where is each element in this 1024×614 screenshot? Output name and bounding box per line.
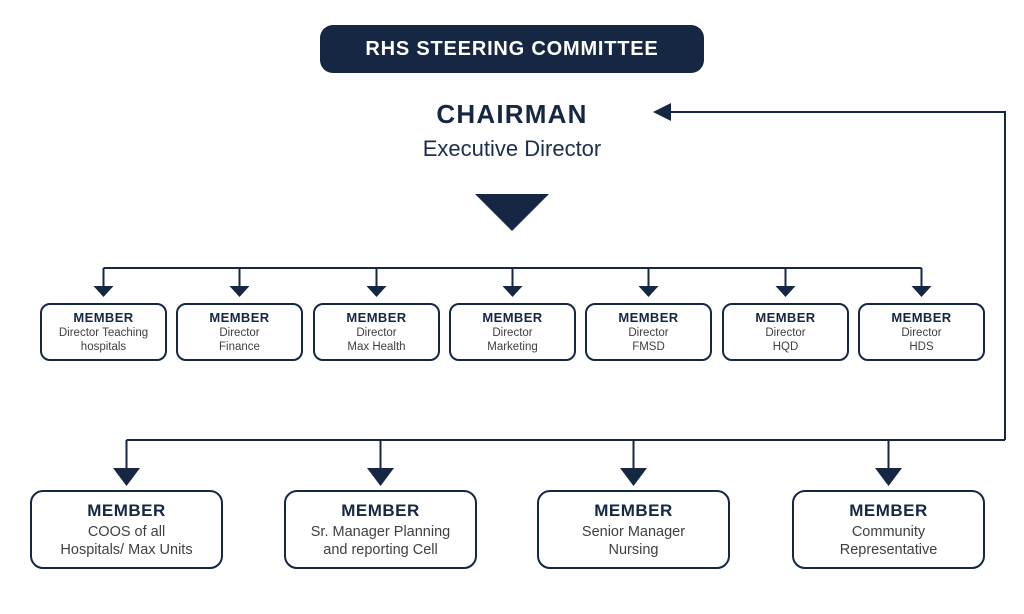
committee-title-banner: RHS STEERING COMMITTEE <box>320 25 704 73</box>
member-title: MEMBER <box>346 310 407 325</box>
member-title: MEMBER <box>618 310 679 325</box>
row1-connector <box>93 267 932 297</box>
row2-connector <box>113 439 1005 486</box>
member-title: MEMBER <box>73 310 134 325</box>
down-arrow-icon <box>911 268 932 297</box>
chairman-title: CHAIRMAN <box>436 99 588 129</box>
member-title: MEMBER <box>341 500 420 520</box>
down-arrow-icon <box>875 440 902 486</box>
member-subtitle: Director Marketing <box>487 327 538 353</box>
down-arrow-icon <box>366 268 387 297</box>
down-arrow-icon <box>502 268 523 297</box>
member-subtitle: COOS of all Hospitals/ Max Units <box>60 523 193 558</box>
down-arrow-icon <box>620 440 647 486</box>
member-box-senior-manager-nursing: MEMBER Senior Manager Nursing <box>537 490 730 569</box>
committee-title: RHS STEERING COMMITTEE <box>365 37 659 60</box>
member-box-coos-hospitals: MEMBER COOS of all Hospitals/ Max Units <box>30 490 223 569</box>
member-title: MEMBER <box>849 500 928 520</box>
down-arrow-icon <box>775 268 796 297</box>
member-subtitle: Director FMSD <box>628 327 669 353</box>
member-subtitle: Director HQD <box>765 327 806 353</box>
member-box-community-representative: MEMBER Community Representative <box>792 490 985 569</box>
member-title: MEMBER <box>594 500 673 520</box>
member-subtitle: Director Teaching hospitals <box>58 327 149 353</box>
member-box-director-fmsd: MEMBER Director FMSD <box>585 303 712 361</box>
member-subtitle: Director Max Health <box>347 327 406 353</box>
member-title: MEMBER <box>209 310 270 325</box>
member-box-director-finance: MEMBER Director Finance <box>176 303 303 361</box>
member-box-sr-manager-planning: MEMBER Sr. Manager Planning and reportin… <box>284 490 477 569</box>
member-box-director-teaching-hospitals: MEMBER Director Teaching hospitals <box>40 303 167 361</box>
member-box-director-hds: MEMBER Director HDS <box>858 303 985 361</box>
member-subtitle: Senior Manager Nursing <box>581 523 686 558</box>
chairman-subtitle: Executive Director <box>422 136 602 161</box>
member-title: MEMBER <box>482 310 543 325</box>
member-title: MEMBER <box>891 310 952 325</box>
member-box-director-max-health: MEMBER Director Max Health <box>313 303 440 361</box>
member-title: MEMBER <box>87 500 166 520</box>
down-arrow-icon <box>229 268 250 297</box>
member-subtitle: Director Finance <box>219 327 260 353</box>
member-subtitle: Sr. Manager Planning and reporting Cell <box>310 523 451 558</box>
member-title: MEMBER <box>755 310 816 325</box>
member-box-director-hqd: MEMBER Director HQD <box>722 303 849 361</box>
down-arrow-icon <box>638 268 659 297</box>
member-box-director-marketing: MEMBER Director Marketing <box>449 303 576 361</box>
down-arrow-icon <box>367 440 394 486</box>
member-subtitle: Director HDS <box>901 327 942 353</box>
down-arrow-icon <box>93 268 114 297</box>
chairman-down-triangle-icon <box>475 194 549 231</box>
down-arrow-icon <box>113 440 140 486</box>
member-subtitle: Community Representative <box>839 523 938 558</box>
